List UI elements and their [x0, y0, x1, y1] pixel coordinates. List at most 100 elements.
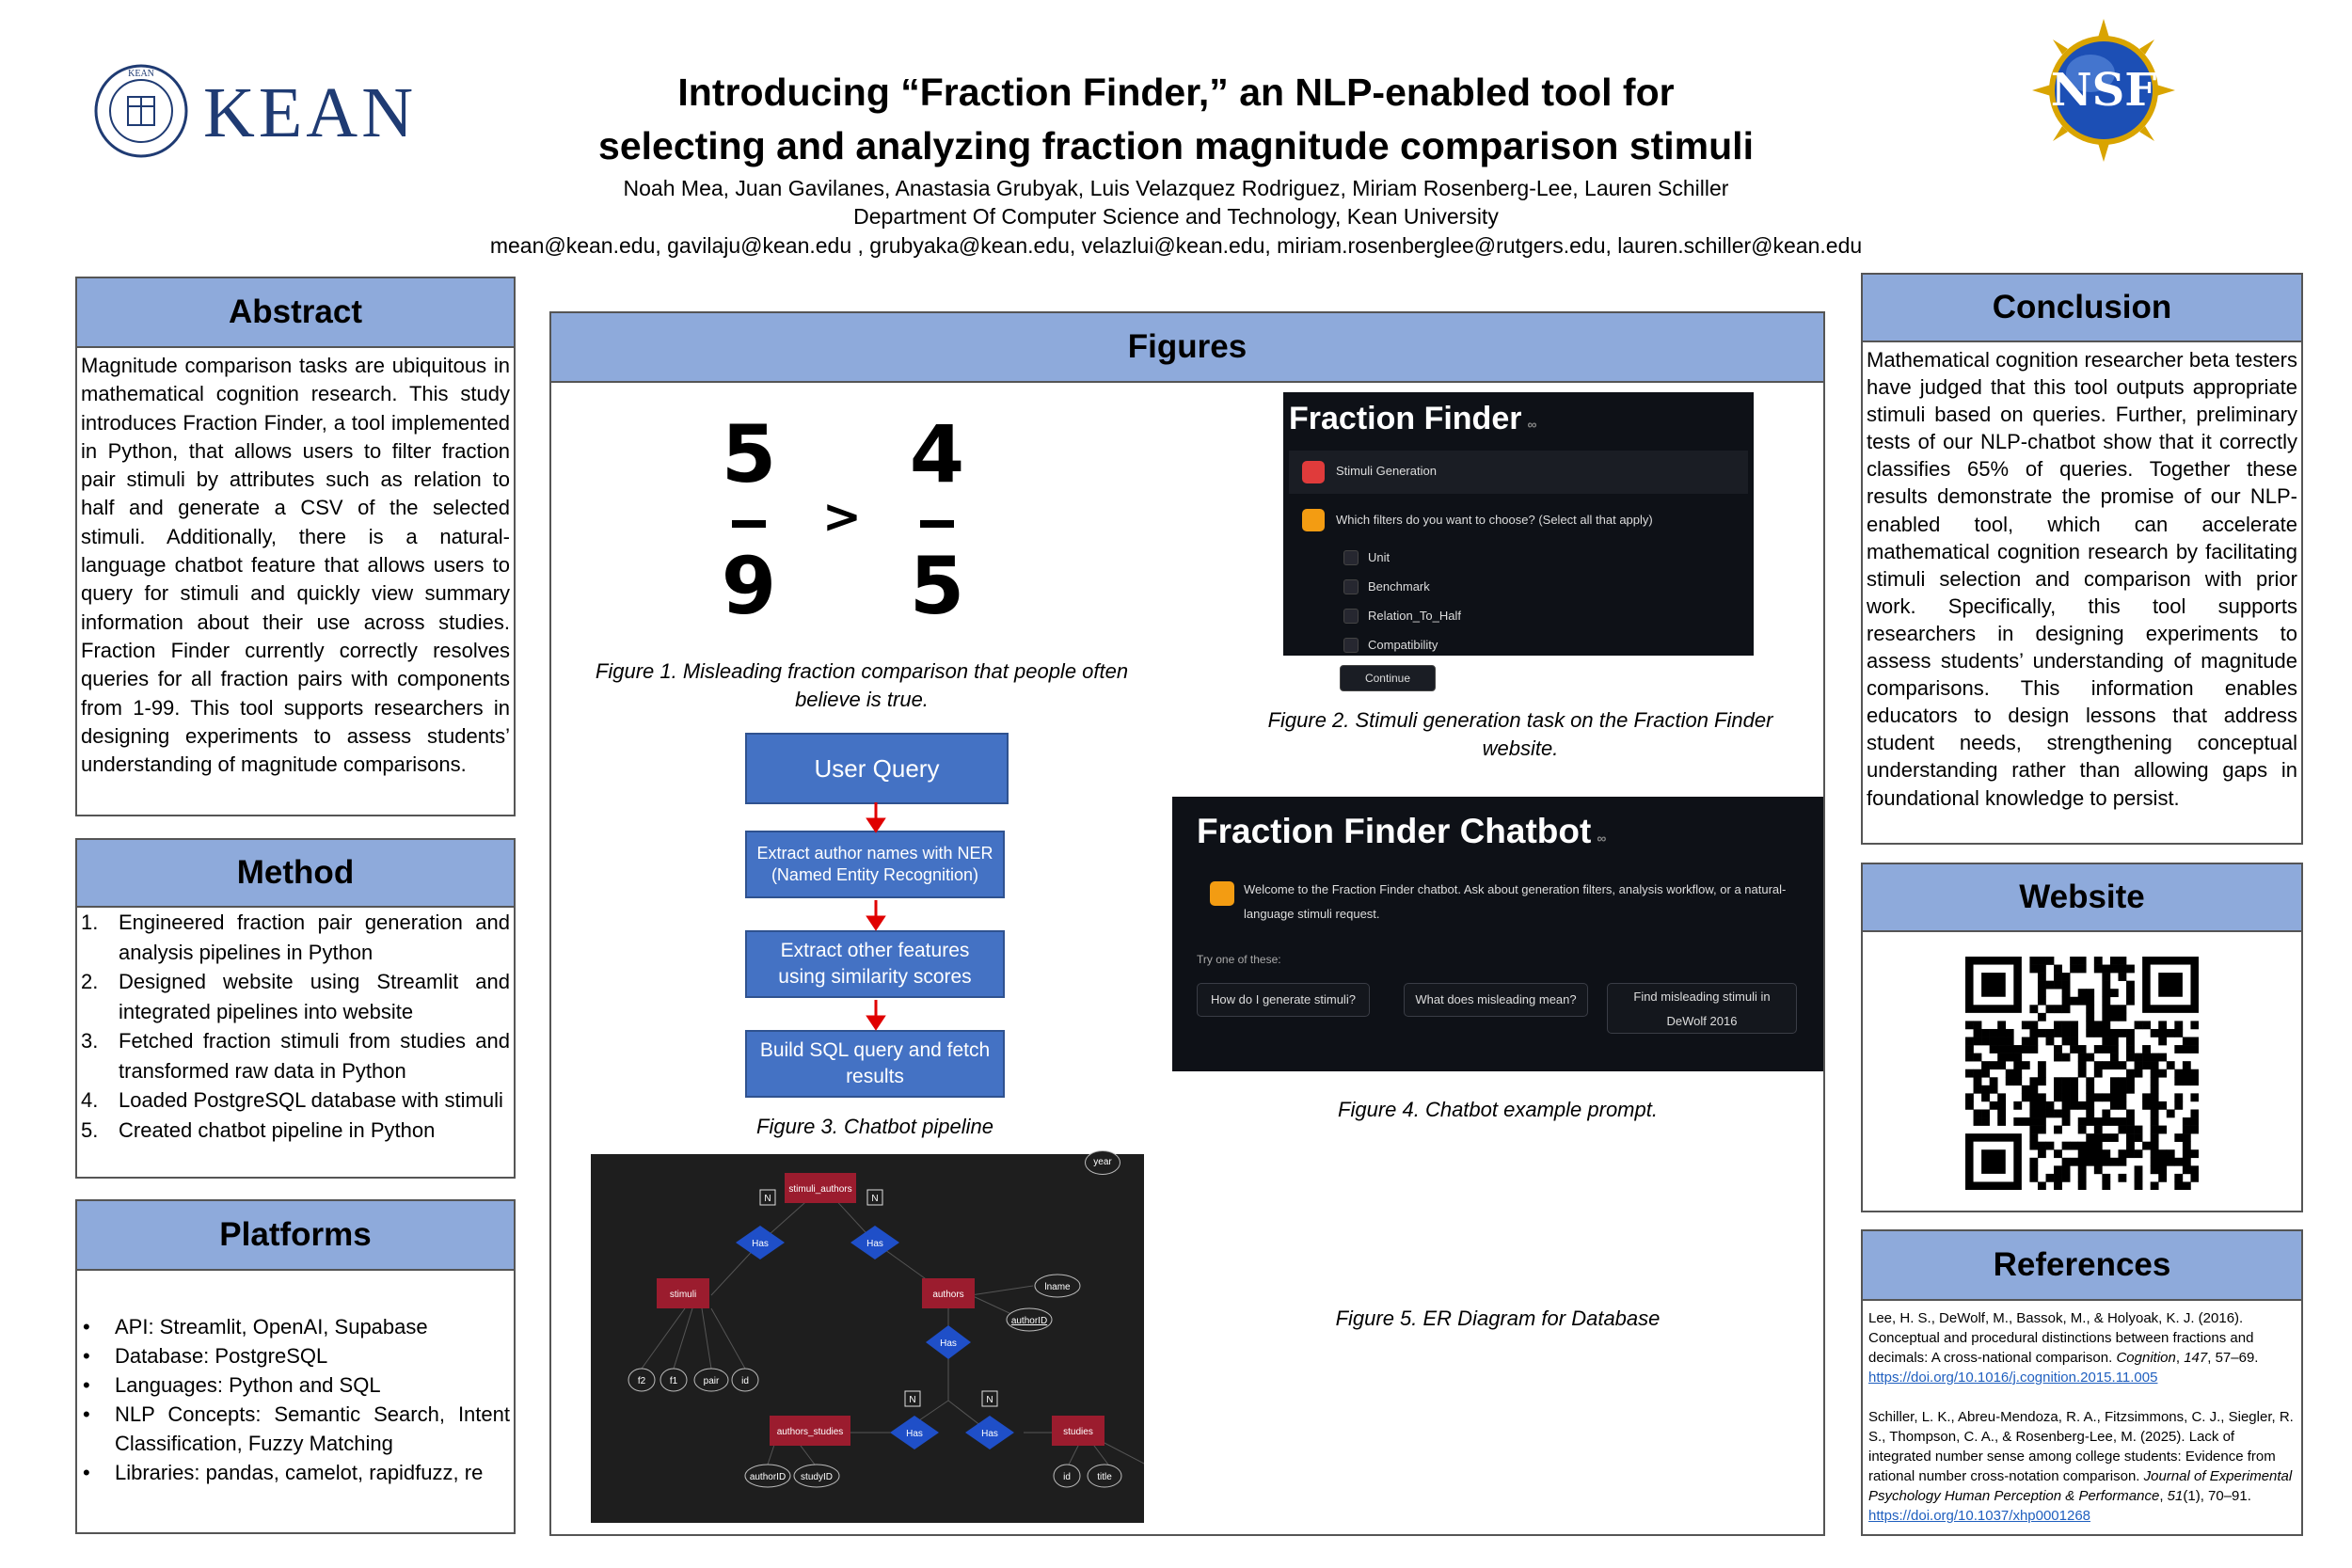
pipeline-step-user-query: User Query: [745, 733, 1009, 804]
abstract-panel: Abstract Magnitude comparison tasks are …: [75, 277, 516, 816]
list-item: 1.Engineered fraction pair generation an…: [81, 911, 510, 964]
pipeline-step-ner: Extract author names with NER (Named Ent…: [745, 831, 1005, 898]
relation-diamond: [850, 1226, 899, 1259]
list-item: 3.Fetched fraction stimuli from studies …: [81, 1029, 510, 1083]
figure-3-caption: Figure 3. Chatbot pipeline: [756, 1115, 993, 1138]
references-list: Lee, H. S., DeWolf, M., Bassok, M., & Ho…: [1863, 1301, 2301, 1526]
nsf-wordmark: NSF: [2050, 64, 2157, 117]
relation-diamond: [890, 1416, 939, 1449]
figure-4-caption: Figure 4. Chatbot example prompt.: [1338, 1098, 1658, 1121]
pipeline-arrows: [866, 802, 886, 1031]
attribute-label: id: [741, 1376, 749, 1386]
nsf-globe-icon: [2032, 19, 2175, 162]
fraction-right-denominator: 5: [909, 540, 965, 632]
attribute-label: f2: [638, 1376, 646, 1386]
suggestion-button[interactable]: How do I generate stimuli?: [1197, 983, 1370, 1017]
cardinality-label: N: [871, 1194, 878, 1204]
relation-label: Has: [906, 1429, 923, 1439]
comparison-operator: >: [822, 489, 862, 544]
cardinality-label: N: [909, 1395, 915, 1405]
qr-code-icon[interactable]: [1965, 957, 2200, 1191]
er-cardinality-boxes: [759, 1189, 998, 1407]
entity-label: studies: [1063, 1427, 1093, 1437]
attribute-label: authorID: [1011, 1316, 1047, 1326]
website-heading: Website: [1863, 864, 2301, 932]
er-diagram-svg: stimuli_authors stimuli authors authors_…: [628, 1173, 1147, 1488]
fraction-left-bar: [732, 520, 766, 528]
list-item: •NLP Concepts: Semantic Search, Intent C…: [83, 1402, 510, 1455]
attribute-oval: [660, 1368, 688, 1392]
fraction-left-denominator: 9: [721, 540, 777, 632]
attribute-label: id: [1063, 1472, 1071, 1482]
conclusion-panel: Conclusion Mathematical cognition resear…: [1861, 273, 2303, 845]
section-label: Stimuli Generation: [1336, 464, 1437, 478]
suggestion-button[interactable]: What does misleading mean?: [1404, 983, 1588, 1017]
method-panel: Method 1.Engineered fraction pair genera…: [75, 838, 516, 1179]
fraction-left-numerator: 5: [721, 408, 777, 500]
figures-panel: Figures 5 9 > 4 5 Figure 1. Misleading f…: [549, 311, 1825, 1536]
cardinality-label: N: [764, 1194, 771, 1204]
checkbox[interactable]: [1343, 579, 1359, 594]
attribute-oval: [1006, 1307, 1053, 1332]
assistant-avatar-icon: [1210, 881, 1234, 906]
entity-label: authors_studies: [777, 1427, 844, 1437]
attribute-oval: [731, 1368, 759, 1392]
platforms-list: •API: Streamlit, OpenAI, Supabase •Datab…: [77, 1312, 514, 1487]
abstract-text: Magnitude comparison tasks are ubiquitou…: [81, 354, 510, 777]
nsf-logo: NSF: [2030, 17, 2177, 164]
platforms-heading: Platforms: [77, 1201, 514, 1271]
attribute-oval: [1034, 1274, 1081, 1298]
stimuli-generation-section[interactable]: Stimuli Generation: [1289, 451, 1748, 494]
attribute-label: f1: [670, 1376, 678, 1386]
relation-label: Has: [866, 1239, 883, 1249]
entity-label: stimuli_authors: [788, 1184, 851, 1195]
figure-2-caption: Figure 2. Stimuli generation task on the…: [1267, 708, 1773, 760]
figure-1: 5 9 > 4 5: [721, 407, 965, 633]
relation-diamond: [965, 1416, 1014, 1449]
reference-link[interactable]: https://doi.org/10.1037/xhp0001268: [1868, 1508, 2091, 1524]
attribute-label: title: [1097, 1472, 1112, 1482]
attribute-oval: [693, 1368, 729, 1392]
department-line: Department Of Computer Science and Techn…: [853, 204, 1499, 229]
authors-line: Noah Mea, Juan Gavilanes, Anastasia Grub…: [623, 176, 1729, 200]
method-list: 1.Engineered fraction pair generation an…: [77, 908, 514, 1145]
checkbox[interactable]: [1343, 638, 1359, 653]
kean-seal-icon: KEAN: [94, 64, 188, 158]
checkbox[interactable]: [1343, 550, 1359, 565]
attribute-oval: [744, 1464, 791, 1488]
continue-button[interactable]: Continue: [1340, 665, 1436, 691]
relation-label: Has: [752, 1239, 769, 1249]
attribute-oval: [1053, 1464, 1081, 1488]
entity-studies: [1052, 1416, 1104, 1446]
reference-link[interactable]: https://doi.org/10.1016/j.cognition.2015…: [1868, 1370, 2158, 1386]
list-item: 2.Designed website using Streamlit and i…: [81, 970, 510, 1023]
pipeline-step-sql: Build SQL query and fetch results: [745, 1030, 1005, 1098]
suggestion-button[interactable]: Find misleading stimuli in DeWolf 2016: [1607, 983, 1797, 1034]
title-line-1: Introducing “Fraction Finder,” an NLP-en…: [677, 71, 1675, 114]
kean-wordmark: KEAN: [203, 73, 418, 152]
checkbox[interactable]: [1343, 609, 1359, 624]
platforms-panel: Platforms •API: Streamlit, OpenAI, Supab…: [75, 1199, 516, 1534]
figure-4-screenshot: Fraction Finder Chatbot∞ Welcome to the …: [1172, 797, 1823, 1071]
attribute-label: pair: [704, 1376, 720, 1386]
abstract-heading: Abstract: [77, 278, 514, 348]
entity-stimuli-authors: [785, 1173, 856, 1203]
assistant-avatar-icon: [1302, 509, 1325, 531]
relation-label: Has: [981, 1429, 998, 1439]
entity-stimuli: [657, 1278, 709, 1308]
list-item: 5.Created chatbot pipeline in Python: [81, 1117, 436, 1142]
figure-1-caption: Figure 1. Misleading fraction comparison…: [595, 659, 1129, 711]
qr-code[interactable]: [1965, 957, 2200, 1191]
reference-item: Lee, H. S., DeWolf, M., Bassok, M., & Ho…: [1868, 1310, 2259, 1386]
reference-item: Schiller, L. K., Abreu-Mendoza, R. A., F…: [1868, 1409, 2294, 1524]
cardinality-label: N: [986, 1395, 993, 1405]
svg-text:KEAN: KEAN: [128, 69, 154, 79]
attribute-oval: [793, 1464, 840, 1488]
references-heading: References: [1863, 1231, 2301, 1301]
attribute-label: authorID: [750, 1472, 786, 1482]
conclusion-heading: Conclusion: [1863, 275, 2301, 342]
attribute-oval: year: [1085, 1150, 1120, 1175]
references-panel: References Lee, H. S., DeWolf, M., Basso…: [1861, 1229, 2303, 1536]
method-heading: Method: [77, 840, 514, 908]
list-item: 4.Loaded PostgreSQL database with stimul…: [81, 1088, 503, 1112]
